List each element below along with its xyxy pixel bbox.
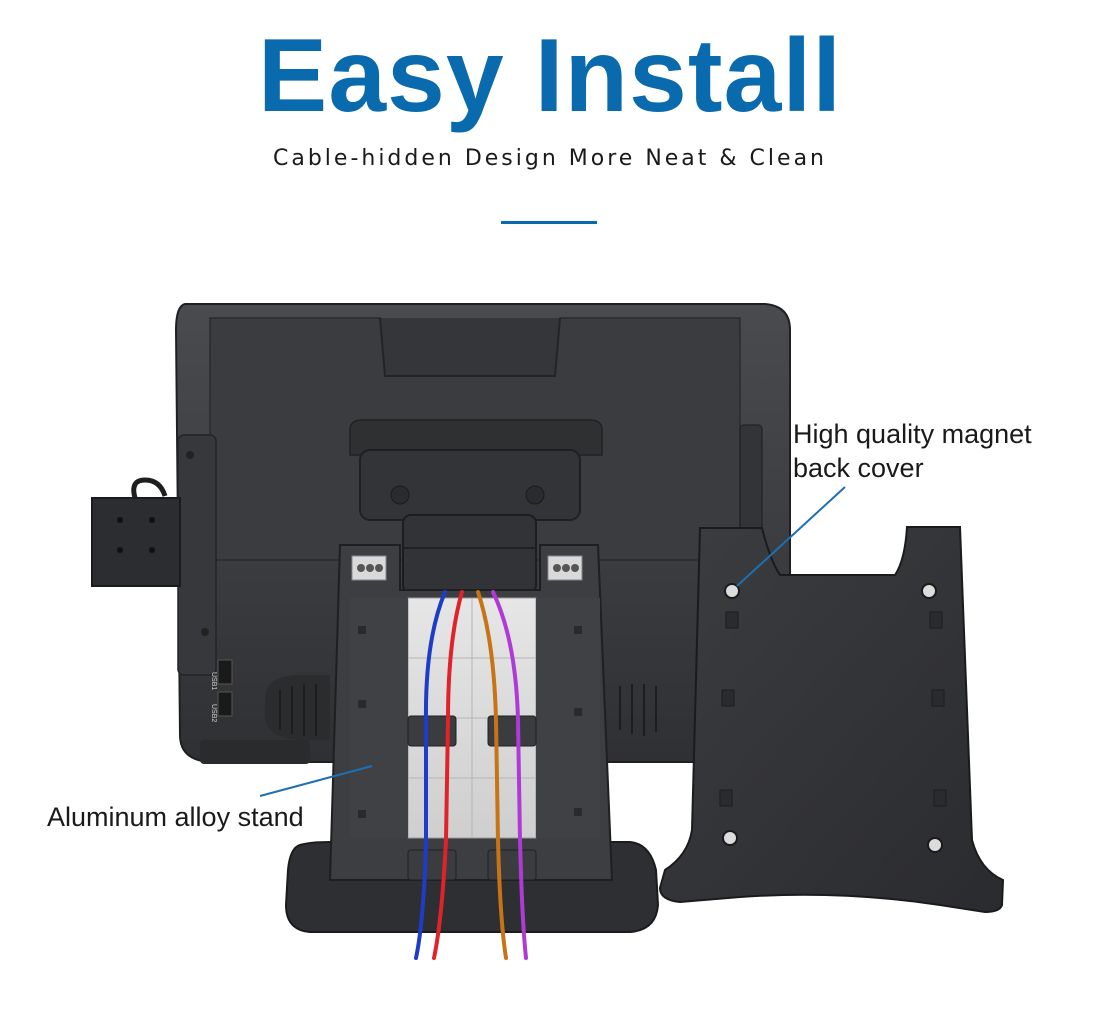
- usb-ports: USB1 USB2: [210, 659, 233, 722]
- cable-red: [432, 590, 464, 960]
- hidden-cables: [414, 590, 528, 960]
- stand-callout: Aluminum alloy stand: [47, 802, 304, 832]
- stand-hinge: [359, 449, 581, 594]
- cable-orange: [476, 590, 508, 960]
- magnet-leader-line: [736, 486, 846, 587]
- magnet-cover-callout: High quality magnet back cover: [793, 419, 1032, 483]
- magnet-back-cover: [658, 526, 1005, 914]
- cable-blue: [414, 590, 447, 960]
- usb2-label: USB2: [210, 704, 217, 722]
- side-accessory-box: [91, 477, 181, 587]
- cable-purple: [491, 590, 528, 960]
- page-subtitle: Cable-hidden Design More Neat & Clean: [272, 146, 827, 171]
- page-title: Easy Install: [257, 18, 843, 134]
- accent-divider: [501, 221, 597, 224]
- usb1-label: USB1: [210, 672, 217, 690]
- stand-leader-line: [259, 765, 373, 797]
